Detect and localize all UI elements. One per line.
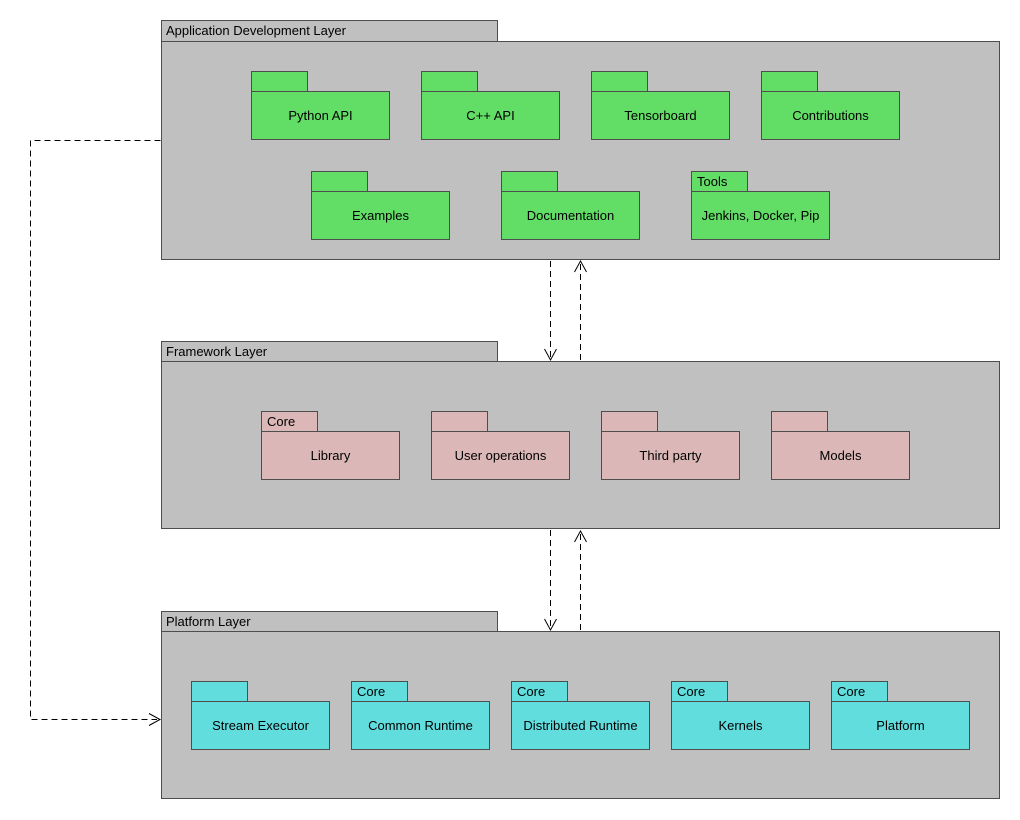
app-layer-tab: Application Development Layer	[161, 20, 498, 42]
package-label: Python API	[288, 108, 353, 123]
arrowhead-up	[574, 259, 587, 273]
package-tab	[191, 681, 248, 702]
package-tab	[251, 71, 308, 92]
package-tab: Core	[511, 681, 568, 702]
platform-layer-tab: Platform Layer	[161, 611, 498, 632]
platform-layer-label: Platform Layer	[166, 614, 251, 629]
framework-layer-tab: Framework Layer	[161, 341, 498, 362]
package-tab	[431, 411, 488, 432]
package-tab: Core	[671, 681, 728, 702]
package-tab	[501, 171, 558, 192]
package-label: Models	[819, 448, 862, 463]
arrowhead-down	[544, 348, 557, 362]
package-tab	[771, 411, 828, 432]
arrowhead-right	[148, 713, 162, 726]
package-label: Third party	[639, 448, 702, 463]
package-label: Kernels	[718, 718, 763, 733]
package-tab	[761, 71, 818, 92]
package-label: Tensorboard	[624, 108, 697, 123]
app-layer-label: Application Development Layer	[166, 23, 346, 38]
package-label: Stream Executor	[212, 718, 309, 733]
package-tab	[601, 411, 658, 432]
package-label: User operations	[454, 448, 547, 463]
package-label: C++ API	[466, 108, 515, 123]
arrowhead-down	[544, 618, 557, 632]
package-tab	[311, 171, 368, 192]
package-tab	[421, 71, 478, 92]
package-tab: Core	[351, 681, 408, 702]
package-label: Common Runtime	[368, 718, 473, 733]
package-label: Contributions	[792, 108, 869, 123]
package-tab: Tools	[691, 171, 748, 192]
package-label: Documentation	[526, 208, 615, 223]
package-label: Examples	[351, 208, 410, 223]
package-label: Platform	[876, 718, 925, 733]
dependency-app-to-platform	[30, 140, 161, 720]
package-tab: Core	[831, 681, 888, 702]
framework-layer-label: Framework Layer	[166, 344, 268, 359]
package-label: Library	[310, 448, 351, 463]
arrowhead-up	[574, 529, 587, 543]
package-tab	[591, 71, 648, 92]
package-label: Distributed Runtime	[523, 718, 638, 733]
package-label: Jenkins, Docker, Pip	[701, 208, 820, 223]
package-tab: Core	[261, 411, 318, 432]
